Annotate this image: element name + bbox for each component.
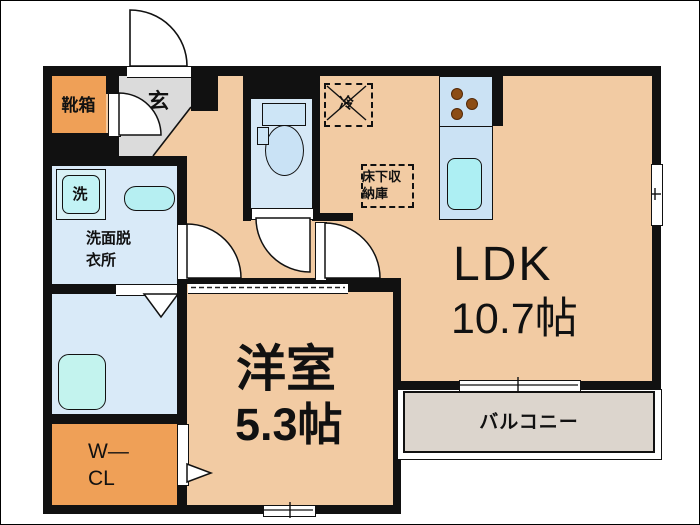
wall: [579, 381, 661, 390]
wall: [191, 66, 661, 76]
toilet-door-threshold: [251, 208, 314, 220]
wall: [191, 75, 218, 111]
kitchen-sink: [447, 158, 482, 210]
window: [651, 164, 663, 226]
walk-in-closet-label-line2: CL: [88, 467, 115, 490]
wall: [43, 505, 263, 514]
refrigerator-label: 冷: [338, 94, 354, 112]
wall: [320, 213, 353, 221]
washroom-label: 洗面脱 衣所: [86, 228, 131, 272]
wall: [51, 414, 187, 424]
entrance-label: 玄: [148, 90, 169, 113]
wall: [51, 284, 116, 294]
wall: [493, 76, 503, 126]
ldk-area-label: 10.7帖: [451, 295, 578, 343]
shoe-cabinet: [51, 76, 106, 133]
bathroom-door: [116, 284, 177, 296]
toilet-control: [257, 127, 269, 145]
walk-in-closet-label: W— CL: [88, 438, 129, 492]
wall: [43, 76, 52, 514]
window: [263, 505, 316, 517]
washroom-door-leaf: [177, 224, 189, 280]
toilet-tank: [262, 103, 306, 126]
wall: [106, 75, 119, 94]
wall: [652, 224, 661, 389]
burner-icon: [451, 88, 463, 100]
ldk-label: LDK: [453, 238, 553, 291]
burner-icon: [451, 108, 463, 120]
entrance-door-threshold: [127, 66, 191, 78]
wall: [177, 278, 187, 424]
walk-in-closet-label-line1: W—: [88, 440, 129, 463]
entrance-door-swing-icon: [129, 9, 188, 67]
wall: [314, 505, 401, 514]
washroom-sink: [124, 186, 175, 211]
wall: [43, 133, 118, 166]
western-room-area-label: 5.3帖: [235, 399, 343, 450]
wall: [243, 75, 251, 221]
western-room-label: 洋室: [236, 341, 336, 397]
balcony-label: バルコニー: [479, 411, 579, 433]
washroom-label-line1: 洗面脱: [86, 230, 132, 247]
underfloor-storage-label-line1: 床下収: [362, 169, 402, 184]
wall: [177, 156, 187, 224]
refrigerator-box: [324, 83, 373, 127]
underfloor-storage-label: 床下収 納庫: [362, 168, 401, 202]
wall: [106, 135, 119, 156]
washroom-label-line2: 衣所: [86, 252, 117, 269]
balcony: バルコニー: [403, 391, 655, 453]
wall: [401, 381, 459, 390]
closet-door-leaf: [177, 424, 189, 486]
wall: [43, 66, 127, 76]
wall: [348, 278, 401, 292]
sliding-door: [188, 283, 348, 294]
washing-machine-drum: [62, 175, 100, 214]
toilet-bowl: [265, 125, 304, 176]
wall: [177, 484, 187, 514]
underfloor-storage-box: [361, 164, 414, 208]
underfloor-storage-label-line2: 納庫: [362, 186, 389, 201]
washer-label: 洗: [72, 185, 88, 203]
entrance-inner-door-leaf: [108, 93, 121, 137]
ldk-door-leaf: [315, 222, 327, 281]
window: [459, 380, 581, 392]
wall: [312, 66, 320, 221]
shoe-cabinet-label: 靴箱: [61, 95, 96, 115]
wall: [652, 76, 661, 164]
wall: [177, 278, 348, 284]
wall: [251, 76, 312, 99]
wall: [118, 156, 187, 166]
bathtub: [58, 354, 106, 410]
walk-in-closet: [51, 424, 177, 506]
burner-icon: [466, 98, 478, 110]
